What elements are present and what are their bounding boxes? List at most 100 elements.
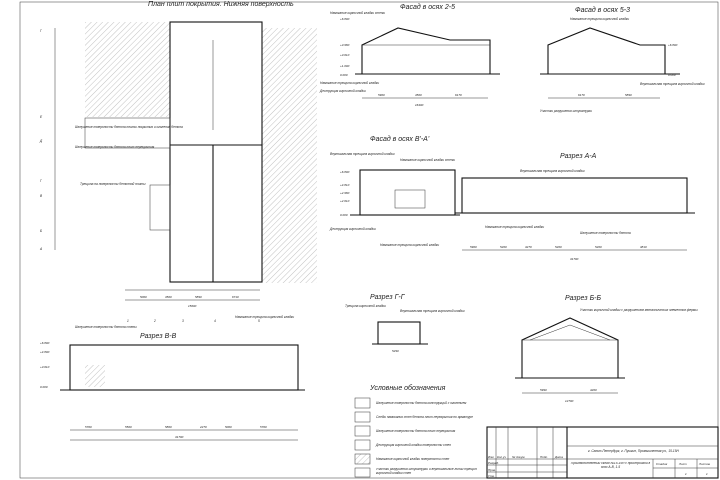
dim-total: 31700 (570, 257, 579, 261)
dim: 5000 (225, 425, 232, 429)
header: № докум. (512, 455, 525, 459)
hatched-area (85, 22, 170, 117)
dim: 5700 (260, 425, 267, 429)
header: Дата (554, 455, 563, 459)
header: Изм (488, 455, 494, 459)
axis: Д (39, 139, 43, 143)
header: Подп. (540, 455, 548, 459)
dim-total: 15600 (188, 304, 197, 308)
dim: 2270 (199, 425, 207, 429)
level: +2.980 (340, 191, 350, 195)
legend-title: Условные обозначения (369, 384, 446, 392)
section-b-b: Разрез Б-Б 5990 4200 12700 Участки кирпи… (515, 295, 698, 403)
level: +2.610 (340, 199, 350, 203)
legend-item: Следы намокания стен бетона плит перекры… (376, 415, 473, 419)
note: Шелушение поверхности бетона стены (75, 325, 137, 329)
note: Деструкция кирпичной кладки (319, 89, 366, 93)
note: Вертикальная трещина кирпичной кладки (640, 82, 705, 86)
sheets-count: 1 (706, 472, 708, 476)
axis: А (39, 247, 42, 251)
section-title: Разрез Г-Г (370, 294, 406, 301)
level: +6.800 (340, 170, 350, 174)
legend-item: Участки разрушения штукатурки и вертикал… (376, 468, 477, 475)
dim: 3500 (165, 295, 172, 299)
address: г. Санкт-Петербург, г. Пушкин, Промышлен… (588, 449, 679, 453)
facade-title: Фасад в осях 2-5 (400, 3, 455, 11)
axis: 2 (153, 319, 156, 323)
level: 0.000 (40, 385, 48, 389)
plan-view: План плит покрытия. Нижняя поверхность 5… (39, 1, 317, 323)
legend-item: Шелушение поверхности бетона конструкций… (376, 401, 467, 405)
plan-title: План плит покрытия. Нижняя поверхность (148, 1, 294, 8)
level: +4.800 (40, 350, 50, 354)
section-title: Разрез А-А (560, 153, 597, 160)
dim: 5700 (85, 425, 92, 429)
role: Пров. (488, 468, 496, 472)
hatched-area (262, 28, 317, 283)
level: 0.000 (668, 73, 676, 77)
facade-title: Фасад в осях В'-А' (370, 135, 430, 143)
level: +6.800 (340, 17, 350, 21)
level: 0.000 (340, 73, 348, 77)
axis: В (40, 194, 43, 198)
dim: 5900 (378, 93, 385, 97)
legend-item: Деструкция кирпичной кладки поверхности … (375, 443, 451, 447)
level: +4.810 (340, 183, 350, 187)
dim: 5800 (165, 425, 172, 429)
note: Деструкция кирпичной кладки (329, 227, 376, 231)
facade-2-5: Фасад в осях 2-5 5900 4500 6170 16400 +6… (319, 3, 500, 107)
stage-label: Стадия (656, 462, 668, 466)
dim: 5200 (555, 245, 562, 249)
legend: Условные обозначения Шелушение поверхнос… (354, 384, 477, 478)
axis: Г (40, 179, 42, 183)
facade-title: Фасад в осях 5-3 (575, 6, 630, 14)
section-title: Разрез В-В (140, 333, 177, 340)
level: 0.000 (340, 213, 348, 217)
level: +1.000 (340, 64, 350, 68)
dim: 5200 (500, 245, 507, 249)
sheet-label: Лист (678, 462, 687, 466)
dim: 5200 (595, 245, 602, 249)
section-a-a: Разрез А-А 5900 5200 3270 5200 5200 3810… (455, 153, 695, 261)
note: Намокание трещина кирпичной кладки (485, 225, 544, 229)
note: Намокание трещина кирпичной кладки (320, 81, 379, 85)
dim: 3270 (525, 245, 532, 249)
note: Шелушение поверхности бетона плит перекр… (75, 145, 154, 149)
sheet-frame (19, 1, 719, 479)
dim: 5890 (195, 295, 202, 299)
axis: 1 (127, 319, 129, 323)
dim: 5500 (125, 425, 132, 429)
title-block: Изм Кол.уч № докум. Подп. Дата Разраб. П… (486, 426, 719, 479)
sheets-label: Листов (698, 462, 710, 466)
dim-total: 16400 (415, 103, 424, 107)
axis: 5 (258, 319, 260, 323)
axis: Е (40, 115, 43, 119)
role: Разраб. (488, 461, 499, 465)
note: Намокание трещина кирпичной кладки (570, 17, 629, 21)
sheet-number: 1 (685, 472, 687, 476)
note: Намокание кирпичной кладки стены (330, 11, 386, 15)
note: Намокание трещина кирпичной кладки (380, 243, 439, 247)
dim-total: 12700 (565, 399, 574, 403)
dim: 5990 (540, 388, 547, 392)
dim: 6170 (578, 93, 585, 97)
legend-item: Шелушение поверхности бетона плит перекр… (376, 429, 455, 433)
dim: 6170 (455, 93, 462, 97)
axis: 3 (182, 319, 184, 323)
level: +3.980 (340, 43, 350, 47)
object-name: Производственный склад №15-15Н с пристро… (570, 462, 651, 469)
axis: Г (40, 29, 42, 33)
note: Шелушение поверхности бетона плиты покры… (75, 125, 183, 129)
role: Утв. (488, 474, 495, 478)
section-title: Разрез Б-Б (565, 295, 601, 302)
dim: 5290 (392, 349, 399, 353)
level: +3.610 (40, 365, 50, 369)
level: +6.800 (668, 43, 678, 47)
note: Намокание кирпичной кладки стены (400, 158, 456, 162)
dim: 5900 (470, 245, 477, 249)
note: Вертикальная трещина кирпичной кладки (520, 169, 585, 173)
note: Намокание трещина кирпичной кладки (235, 315, 294, 319)
dim: 4500 (415, 93, 422, 97)
note: Участки кирпичной кладки с разрушением м… (580, 308, 698, 312)
